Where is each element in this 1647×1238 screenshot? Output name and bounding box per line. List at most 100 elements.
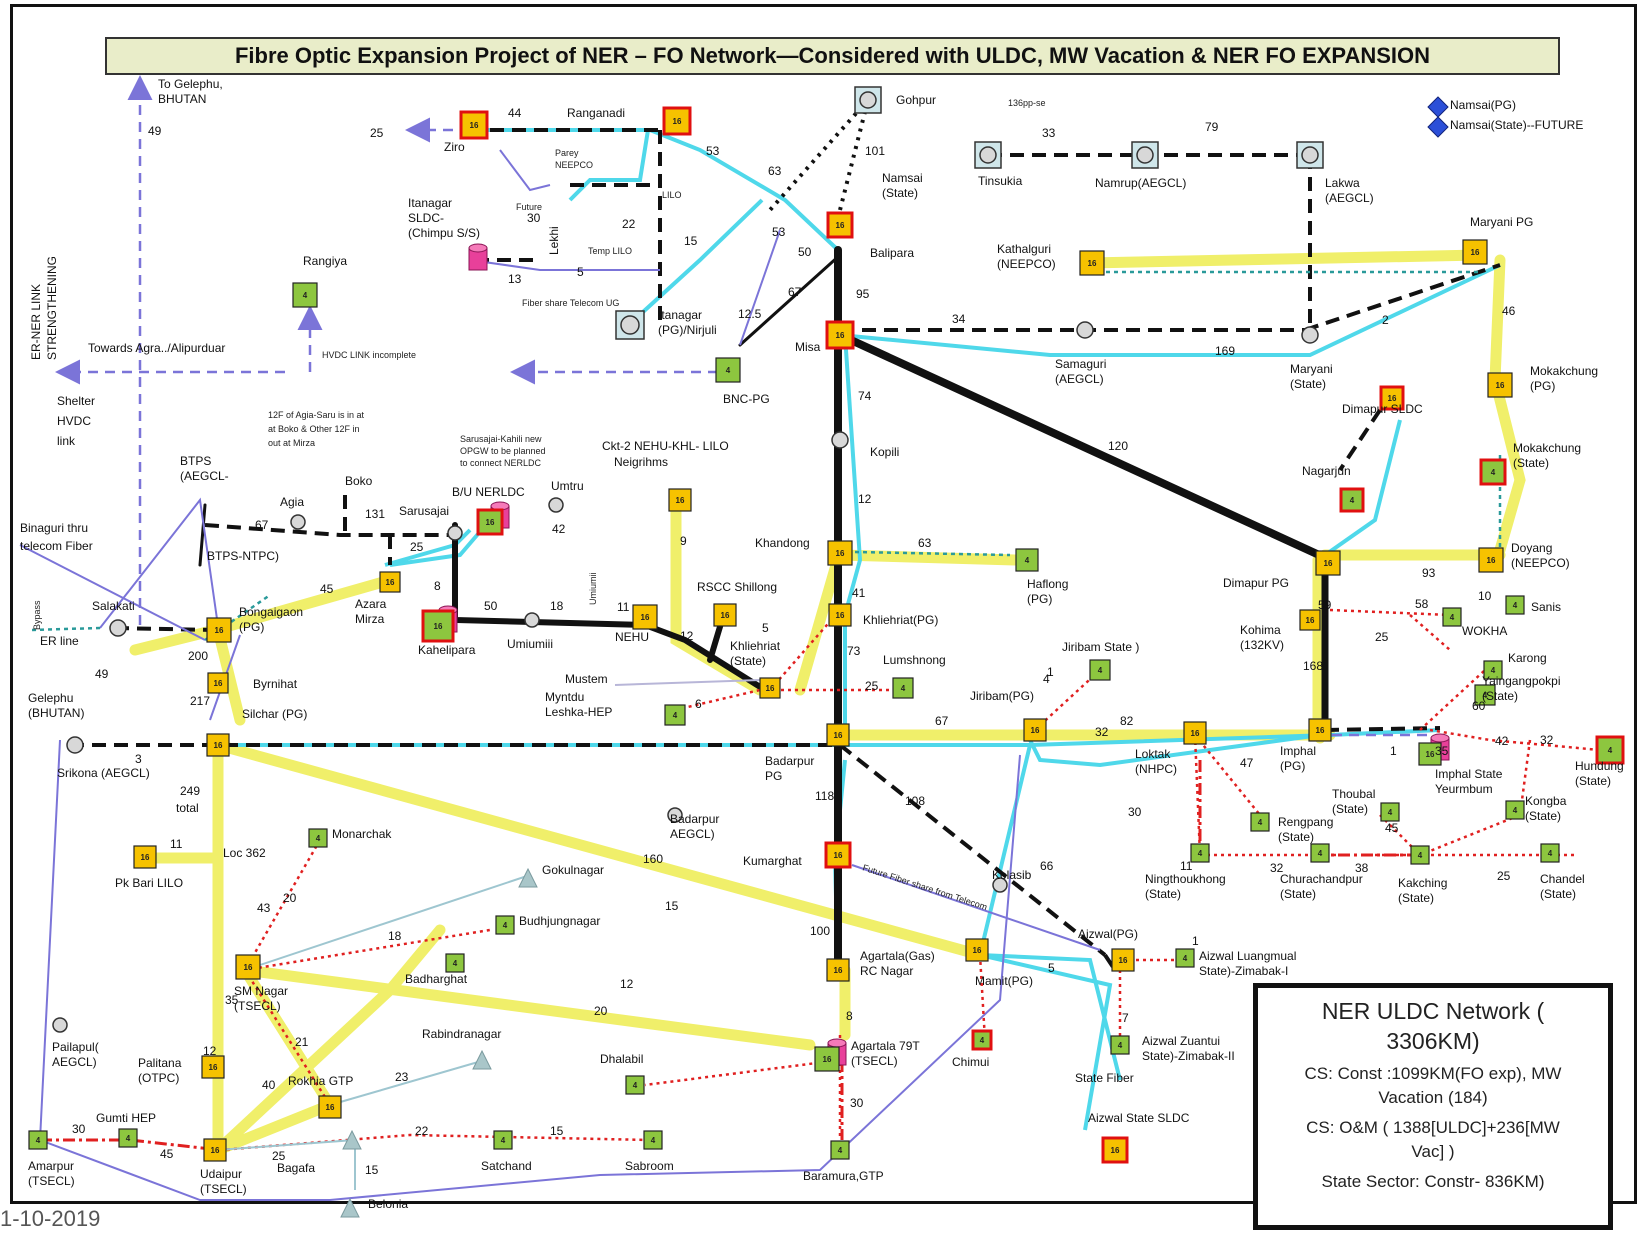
node-rscc-shillong[interactable]: 16 bbox=[713, 603, 737, 627]
node-namsai-state-future[interactable] bbox=[1427, 116, 1449, 138]
node-belonia[interactable] bbox=[340, 1197, 360, 1218]
node-baramura-gtp[interactable]: 4 bbox=[830, 1140, 850, 1160]
node-samaguri[interactable] bbox=[1076, 321, 1094, 339]
node-agartala-gas[interactable]: 16 bbox=[826, 958, 850, 982]
node-rabindranagar[interactable] bbox=[472, 1049, 492, 1070]
node-chandel[interactable]: 4 bbox=[1540, 843, 1560, 863]
node-pk-bari-lilo[interactable]: 16 bbox=[133, 845, 157, 869]
node-dimapur-pg[interactable]: 16 bbox=[1315, 550, 1341, 576]
node-jiribam-state[interactable]: 4 bbox=[1089, 659, 1111, 681]
node-kumarghat[interactable]: 16 bbox=[824, 841, 852, 869]
node-badarpur[interactable] bbox=[667, 807, 683, 823]
node-lakwa[interactable] bbox=[1296, 141, 1324, 169]
node-itanagar[interactable] bbox=[468, 243, 488, 271]
node-yaingangpokpi-label-2: (State) bbox=[1482, 689, 1518, 703]
node-itanagar[interactable] bbox=[615, 310, 645, 340]
node-kolasib[interactable] bbox=[992, 877, 1008, 893]
node-b-u-nerldc-box[interactable]: 16 bbox=[476, 508, 504, 536]
node-sabroom[interactable]: 4 bbox=[643, 1130, 663, 1150]
node-kohima[interactable]: 16 bbox=[1299, 609, 1321, 631]
node-rokhia-gtp[interactable]: 16 bbox=[318, 1095, 342, 1119]
node-umtru[interactable] bbox=[548, 497, 564, 513]
node-pailapul[interactable] bbox=[52, 1017, 68, 1033]
node-maryani[interactable] bbox=[1301, 326, 1319, 344]
node-umiumiii[interactable] bbox=[524, 612, 540, 628]
node-bagafa[interactable] bbox=[342, 1129, 362, 1150]
node-salakati[interactable] bbox=[109, 619, 127, 637]
node-maryani-pg[interactable]: 16 bbox=[1462, 239, 1488, 265]
node-wokha[interactable]: 4 bbox=[1442, 607, 1462, 627]
node-aizwal-luangmual[interactable]: 4 bbox=[1175, 948, 1195, 968]
node-badarpur[interactable]: 16 bbox=[826, 723, 850, 747]
node-chandel-label: Chandel bbox=[1540, 872, 1585, 886]
node-khliehriat-pg[interactable]: 16 bbox=[828, 603, 852, 627]
node-mokakchung[interactable]: 4 bbox=[1479, 458, 1507, 486]
node-churachandpur[interactable]: 4 bbox=[1310, 843, 1330, 863]
node-amarpur[interactable]: 4 bbox=[28, 1130, 48, 1150]
node-mokakchung[interactable]: 16 bbox=[1487, 372, 1513, 398]
node-agartala-79t-box[interactable]: 16 bbox=[814, 1046, 840, 1072]
node-silchar-pg[interactable]: 16 bbox=[206, 733, 230, 757]
node-sarusajai[interactable] bbox=[447, 525, 463, 541]
node-satchand[interactable]: 4 bbox=[493, 1130, 513, 1150]
node-palitana[interactable]: 16 bbox=[201, 1055, 225, 1079]
node-budhjungnagar[interactable]: 4 bbox=[495, 915, 515, 935]
node-kathalguri[interactable]: 16 bbox=[1079, 250, 1105, 276]
node-imphal[interactable]: 16 bbox=[1308, 718, 1332, 742]
node-kahelipara-box[interactable]: 16 bbox=[421, 609, 455, 643]
node-haflong[interactable]: 4 bbox=[1015, 548, 1039, 572]
node-dhalabil[interactable]: 4 bbox=[625, 1075, 645, 1095]
node-nehu[interactable]: 16 bbox=[632, 604, 658, 630]
green-dotted-links bbox=[29, 270, 1502, 642]
node-karong[interactable]: 4 bbox=[1483, 660, 1503, 680]
node-rangiya[interactable]: 4 bbox=[292, 282, 318, 308]
node-ranganadi[interactable]: 16 bbox=[662, 106, 692, 136]
node-balipara[interactable]: 16 bbox=[826, 211, 854, 239]
node-gumti-hep[interactable]: 4 bbox=[118, 1128, 138, 1148]
node-hundung[interactable]: 4 bbox=[1595, 735, 1625, 765]
node-bongaigaon[interactable]: 16 bbox=[206, 617, 232, 643]
node-aizwal-state-sldc[interactable]: 16 bbox=[1101, 1136, 1129, 1164]
node-kopili[interactable] bbox=[831, 431, 849, 449]
node-bnc-pg[interactable]: 4 bbox=[715, 357, 741, 383]
node-misa[interactable]: 16 bbox=[825, 320, 855, 350]
node-rengpang[interactable]: 4 bbox=[1250, 812, 1270, 832]
node-myntdu[interactable]: 4 bbox=[664, 704, 686, 726]
node-khandong[interactable]: 16 bbox=[827, 540, 853, 566]
node-byrnihat[interactable]: 16 bbox=[207, 672, 229, 694]
node-srikona-aegcl[interactable] bbox=[66, 736, 84, 754]
node-udaipur[interactable]: 16 bbox=[203, 1138, 227, 1162]
node-nagarjun[interactable]: 4 bbox=[1339, 487, 1365, 513]
node-gohpur[interactable] bbox=[854, 86, 882, 114]
node-gokulnagar[interactable] bbox=[518, 867, 538, 888]
node-khliehriat[interactable]: 16 bbox=[759, 677, 781, 699]
node-aizwal-zuantui[interactable]: 4 bbox=[1110, 1035, 1130, 1055]
node-thoubal[interactable]: 4 bbox=[1380, 802, 1400, 822]
node-monarchak[interactable]: 4 bbox=[308, 828, 328, 848]
node-chimui[interactable]: 4 bbox=[971, 1029, 993, 1051]
node-ziro[interactable]: 16 bbox=[459, 110, 489, 140]
node-ningthoukhong[interactable]: 4 bbox=[1190, 843, 1210, 863]
node-badharghat[interactable]: 4 bbox=[445, 953, 465, 973]
node-neigrihms[interactable]: 16 bbox=[668, 488, 692, 512]
node-namsai-pg[interactable] bbox=[1427, 96, 1449, 118]
node-aizwal-pg[interactable]: 16 bbox=[1111, 948, 1135, 972]
node-azara[interactable]: 16 bbox=[379, 571, 401, 593]
node-doyang[interactable]: 16 bbox=[1478, 547, 1504, 573]
node-imphal-state-box[interactable]: 16 bbox=[1418, 742, 1442, 766]
node-capacity: 4 bbox=[1491, 666, 1496, 675]
node-dimapur-sldc[interactable]: 16 bbox=[1379, 385, 1405, 411]
node-kakching[interactable]: 4 bbox=[1410, 845, 1430, 865]
node-yaingangpokpi[interactable]: 4 bbox=[1474, 684, 1496, 706]
node-loktak[interactable]: 16 bbox=[1183, 721, 1207, 745]
node-namrup-aegcl[interactable] bbox=[1131, 141, 1159, 169]
node-lumshnong[interactable]: 4 bbox=[892, 677, 914, 699]
node-sm-nagar[interactable]: 16 bbox=[235, 954, 261, 980]
node-agia[interactable] bbox=[290, 514, 306, 530]
node-mamit-pg[interactable]: 16 bbox=[965, 938, 989, 962]
node-tinsukia[interactable] bbox=[974, 141, 1002, 169]
node-capacity: 4 bbox=[838, 1146, 843, 1155]
node-sanis[interactable]: 4 bbox=[1505, 595, 1525, 615]
node-jiribam-pg[interactable]: 16 bbox=[1023, 718, 1047, 742]
node-kongba[interactable]: 4 bbox=[1505, 800, 1525, 820]
